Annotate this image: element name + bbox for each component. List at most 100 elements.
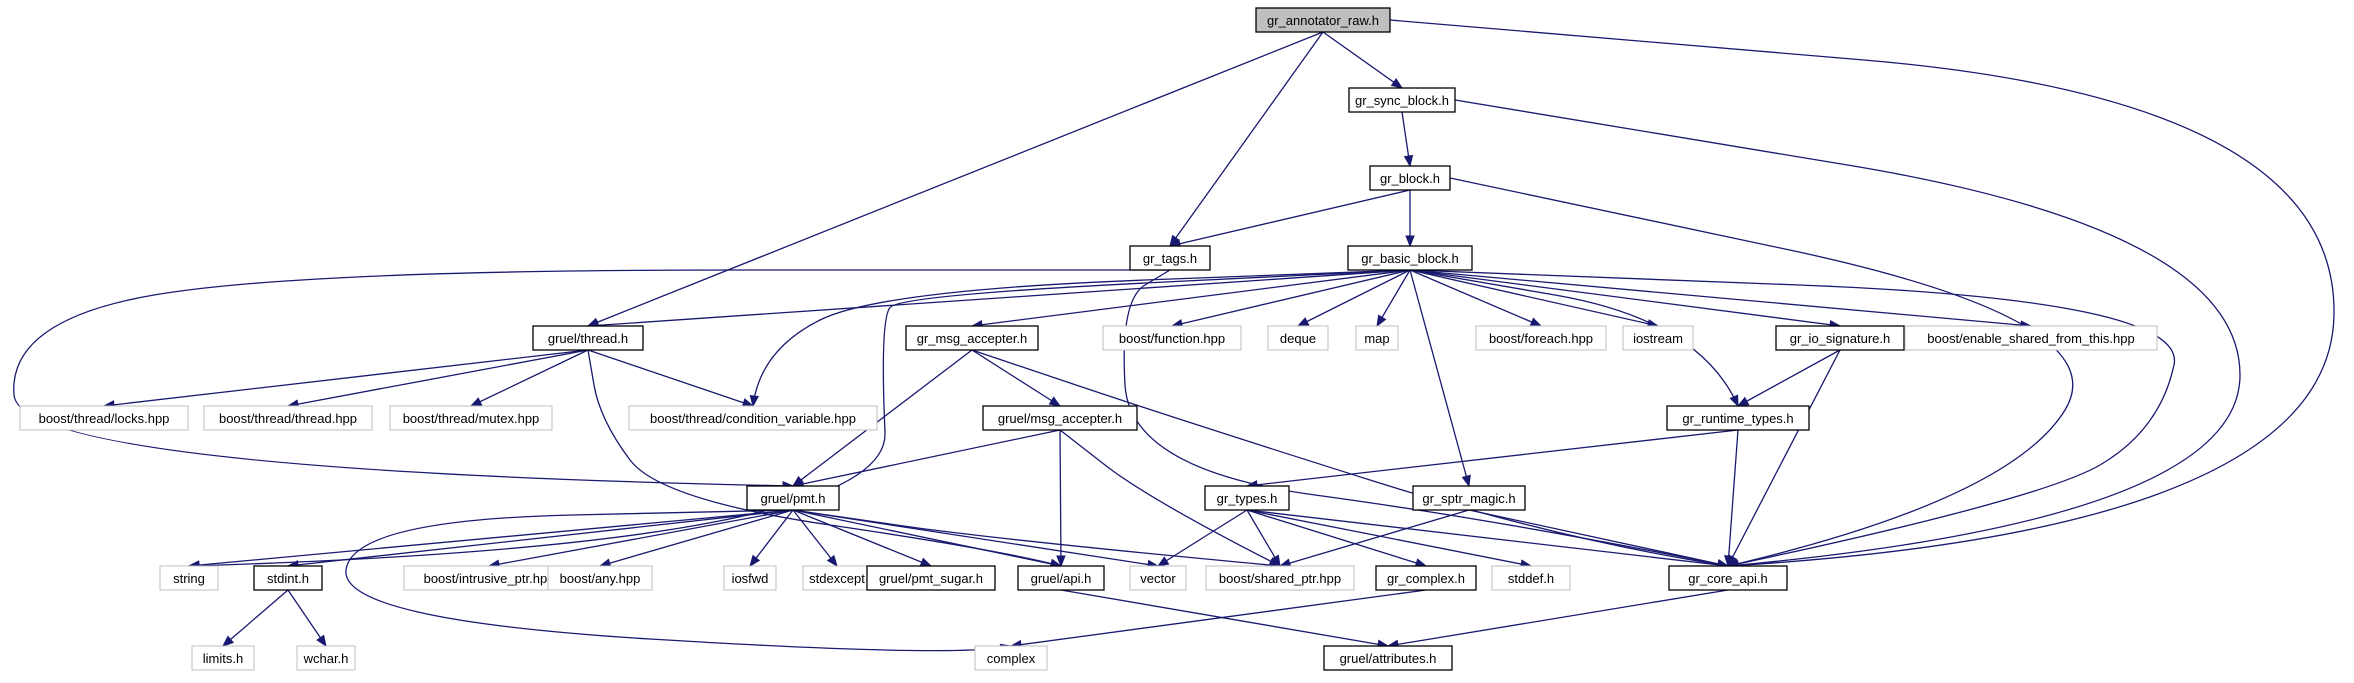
edge-gr_block-to-gr_core_api [1449, 177, 2074, 569]
edge-line [1246, 509, 1532, 567]
node-box [1323, 645, 1453, 671]
edge-line [792, 509, 1281, 567]
edge-line [1454, 99, 2241, 567]
node-gr-core-api[interactable]: gr_core_api.h [1668, 565, 1788, 591]
node-label: boost/function.hpp [1119, 331, 1225, 346]
edge-line [1246, 429, 1739, 487]
node-box [159, 565, 219, 591]
node-gr-msg-accepter[interactable]: gr_msg_accepter.h [905, 325, 1039, 351]
edge-line [1409, 269, 2032, 327]
node-label: gr_tags.h [1143, 251, 1197, 266]
edge-line [1409, 269, 1542, 327]
arrowhead [749, 554, 761, 568]
edge-gruel_pmt-to-stdexcept [792, 509, 838, 568]
node-boost-foreach: boost/foreach.hpp [1475, 325, 1607, 351]
node-boost-mutex: boost/thread/mutex.hpp [389, 405, 553, 431]
edge-gruel_pmt-to-vector [792, 509, 1160, 570]
node-gruel-msg-accepter[interactable]: gruel/msg_accepter.h [982, 405, 1138, 431]
node-boost-any: boost/any.hpp [547, 565, 653, 591]
edge-gr_basic_block-to-deque [1296, 269, 1411, 327]
edge-line [599, 509, 794, 567]
node-label: complex [987, 651, 1036, 666]
node-gruel-api[interactable]: gruel/api.h [1017, 565, 1105, 591]
node-string: string [159, 565, 219, 591]
arrowhead [1270, 554, 1281, 568]
edge-gr_basic_block-to-map [1376, 269, 1411, 328]
node-gr-sptr-magic[interactable]: gr_sptr_magic.h [1412, 485, 1526, 511]
node-gruel-pmt-sugar[interactable]: gruel/pmt_sugar.h [866, 565, 996, 591]
arrowhead [1461, 474, 1471, 488]
node-gruel-pmt[interactable]: gruel/pmt.h [746, 485, 840, 511]
node-boost-intrusive: boost/intrusive_ptr.hpp [403, 565, 575, 591]
arrowhead [1736, 396, 1750, 407]
edge-gr_block-to-gr_basic_block [1405, 190, 1415, 248]
edge-line [1060, 589, 1389, 647]
edge-stdint-to-limits [221, 589, 289, 647]
edge-line [792, 509, 1062, 567]
arrowhead [1048, 396, 1062, 407]
edge-line [1279, 509, 1470, 567]
edge-gr_types-to-vector [1156, 509, 1248, 567]
arrowhead [1390, 78, 1404, 89]
node-box [746, 485, 840, 511]
node-label: stddef.h [1508, 571, 1554, 586]
node-box [1205, 565, 1355, 591]
arrowhead [1529, 317, 1543, 327]
edge-line [587, 349, 754, 407]
edge-line [792, 509, 932, 567]
node-gr-complex[interactable]: gr_complex.h [1375, 565, 1477, 591]
node-stdint[interactable]: stdint.h [253, 565, 323, 591]
node-boost-thread: boost/thread/thread.hpp [203, 405, 373, 431]
node-label: gruel/pmt_sugar.h [879, 571, 983, 586]
node-label: boost/intrusive_ptr.hpp [424, 571, 555, 586]
node-label: gr_sptr_magic.h [1422, 491, 1515, 506]
node-boost-function: boost/function.hpp [1102, 325, 1242, 351]
node-gr-sync-block[interactable]: gr_sync_block.h [1348, 87, 1456, 113]
arrowhead [1729, 394, 1739, 408]
edge-line [587, 349, 1062, 567]
node-box [253, 565, 323, 591]
node-box [723, 565, 777, 591]
node-label: boost/thread/mutex.hpp [403, 411, 540, 426]
node-gr-io-signature[interactable]: gr_io_signature.h [1775, 325, 1905, 351]
edge-gr_msg_accepter-to-gruel_msg_accepter [971, 349, 1062, 407]
node-label: gruel/api.h [1031, 571, 1092, 586]
node-gr-tags[interactable]: gr_tags.h [1129, 245, 1211, 271]
node-box [628, 405, 878, 431]
edge-gr_basic_block-to-gr_sptr_magic [1409, 269, 1471, 488]
edge-line [1246, 509, 1729, 567]
node-label: boost/foreach.hpp [1489, 331, 1593, 346]
node-deque: deque [1267, 325, 1329, 351]
node-limits: limits.h [191, 645, 255, 671]
edge-line [1449, 177, 2074, 567]
node-gr-types[interactable]: gr_types.h [1204, 485, 1290, 511]
node-gr-runtime-types[interactable]: gr_runtime_types.h [1666, 405, 1810, 431]
edge-stdint-to-wchar [287, 589, 327, 648]
node-gr-block[interactable]: gr_block.h [1369, 165, 1451, 191]
node-root[interactable]: gr_annotator_raw.h [1255, 7, 1391, 33]
edge-line [287, 349, 589, 407]
node-box [1475, 325, 1607, 351]
node-stddef: stddef.h [1491, 565, 1571, 591]
arrowhead [221, 635, 235, 647]
arrowhead [1296, 317, 1310, 327]
edge-gr_sync_block-to-gr_block [1401, 111, 1414, 168]
edge-gr_io_signature-to-gr_runtime_types [1736, 349, 1841, 407]
node-gr-basic-block[interactable]: gr_basic_block.h [1347, 245, 1473, 271]
node-gruel-thread[interactable]: gruel/thread.h [532, 325, 644, 351]
node-box [1375, 565, 1477, 591]
edge-line [1387, 589, 1729, 647]
edge-line [188, 269, 1411, 567]
node-label: gr_sync_block.h [1355, 93, 1449, 108]
node-label: string [173, 571, 205, 586]
edge-line [971, 269, 1411, 327]
node-gruel-attributes[interactable]: gruel/attributes.h [1323, 645, 1453, 671]
edge-line [287, 589, 327, 647]
edge-line [1246, 509, 1281, 567]
node-label: map [1364, 331, 1389, 346]
node-complex: complex [974, 645, 1048, 671]
node-label: gr_io_signature.h [1790, 331, 1890, 346]
node-label: gruel/pmt.h [760, 491, 825, 506]
edge-line [792, 349, 973, 487]
